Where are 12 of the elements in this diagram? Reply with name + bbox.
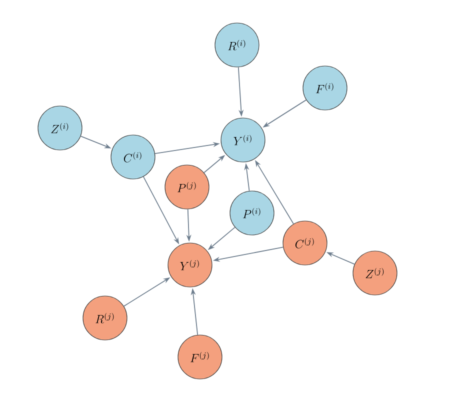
variable-node: $F^{(i)}$ [302,66,348,110]
variable-node: $C^{(j)}$ [282,220,328,266]
variable-node: $P^{(i)}$ [230,190,274,236]
variable-node: $F^{(j)}$ [178,334,222,380]
variable-node: $P^{(j)}$ [164,164,210,210]
variable-node: $Z^{(i)}$ [38,106,82,150]
variable-node: $R^{(j)}$ [82,296,128,340]
variable-node: $Y^{(j)}$ [168,242,212,288]
variable-node: $Y^{(i)}$ [220,118,266,162]
variable-node: $R^{(i)}$ [214,22,260,68]
variable-node: $C^{(i)}$ [110,134,156,180]
variable-node: $Z^{(j)}$ [352,250,398,296]
